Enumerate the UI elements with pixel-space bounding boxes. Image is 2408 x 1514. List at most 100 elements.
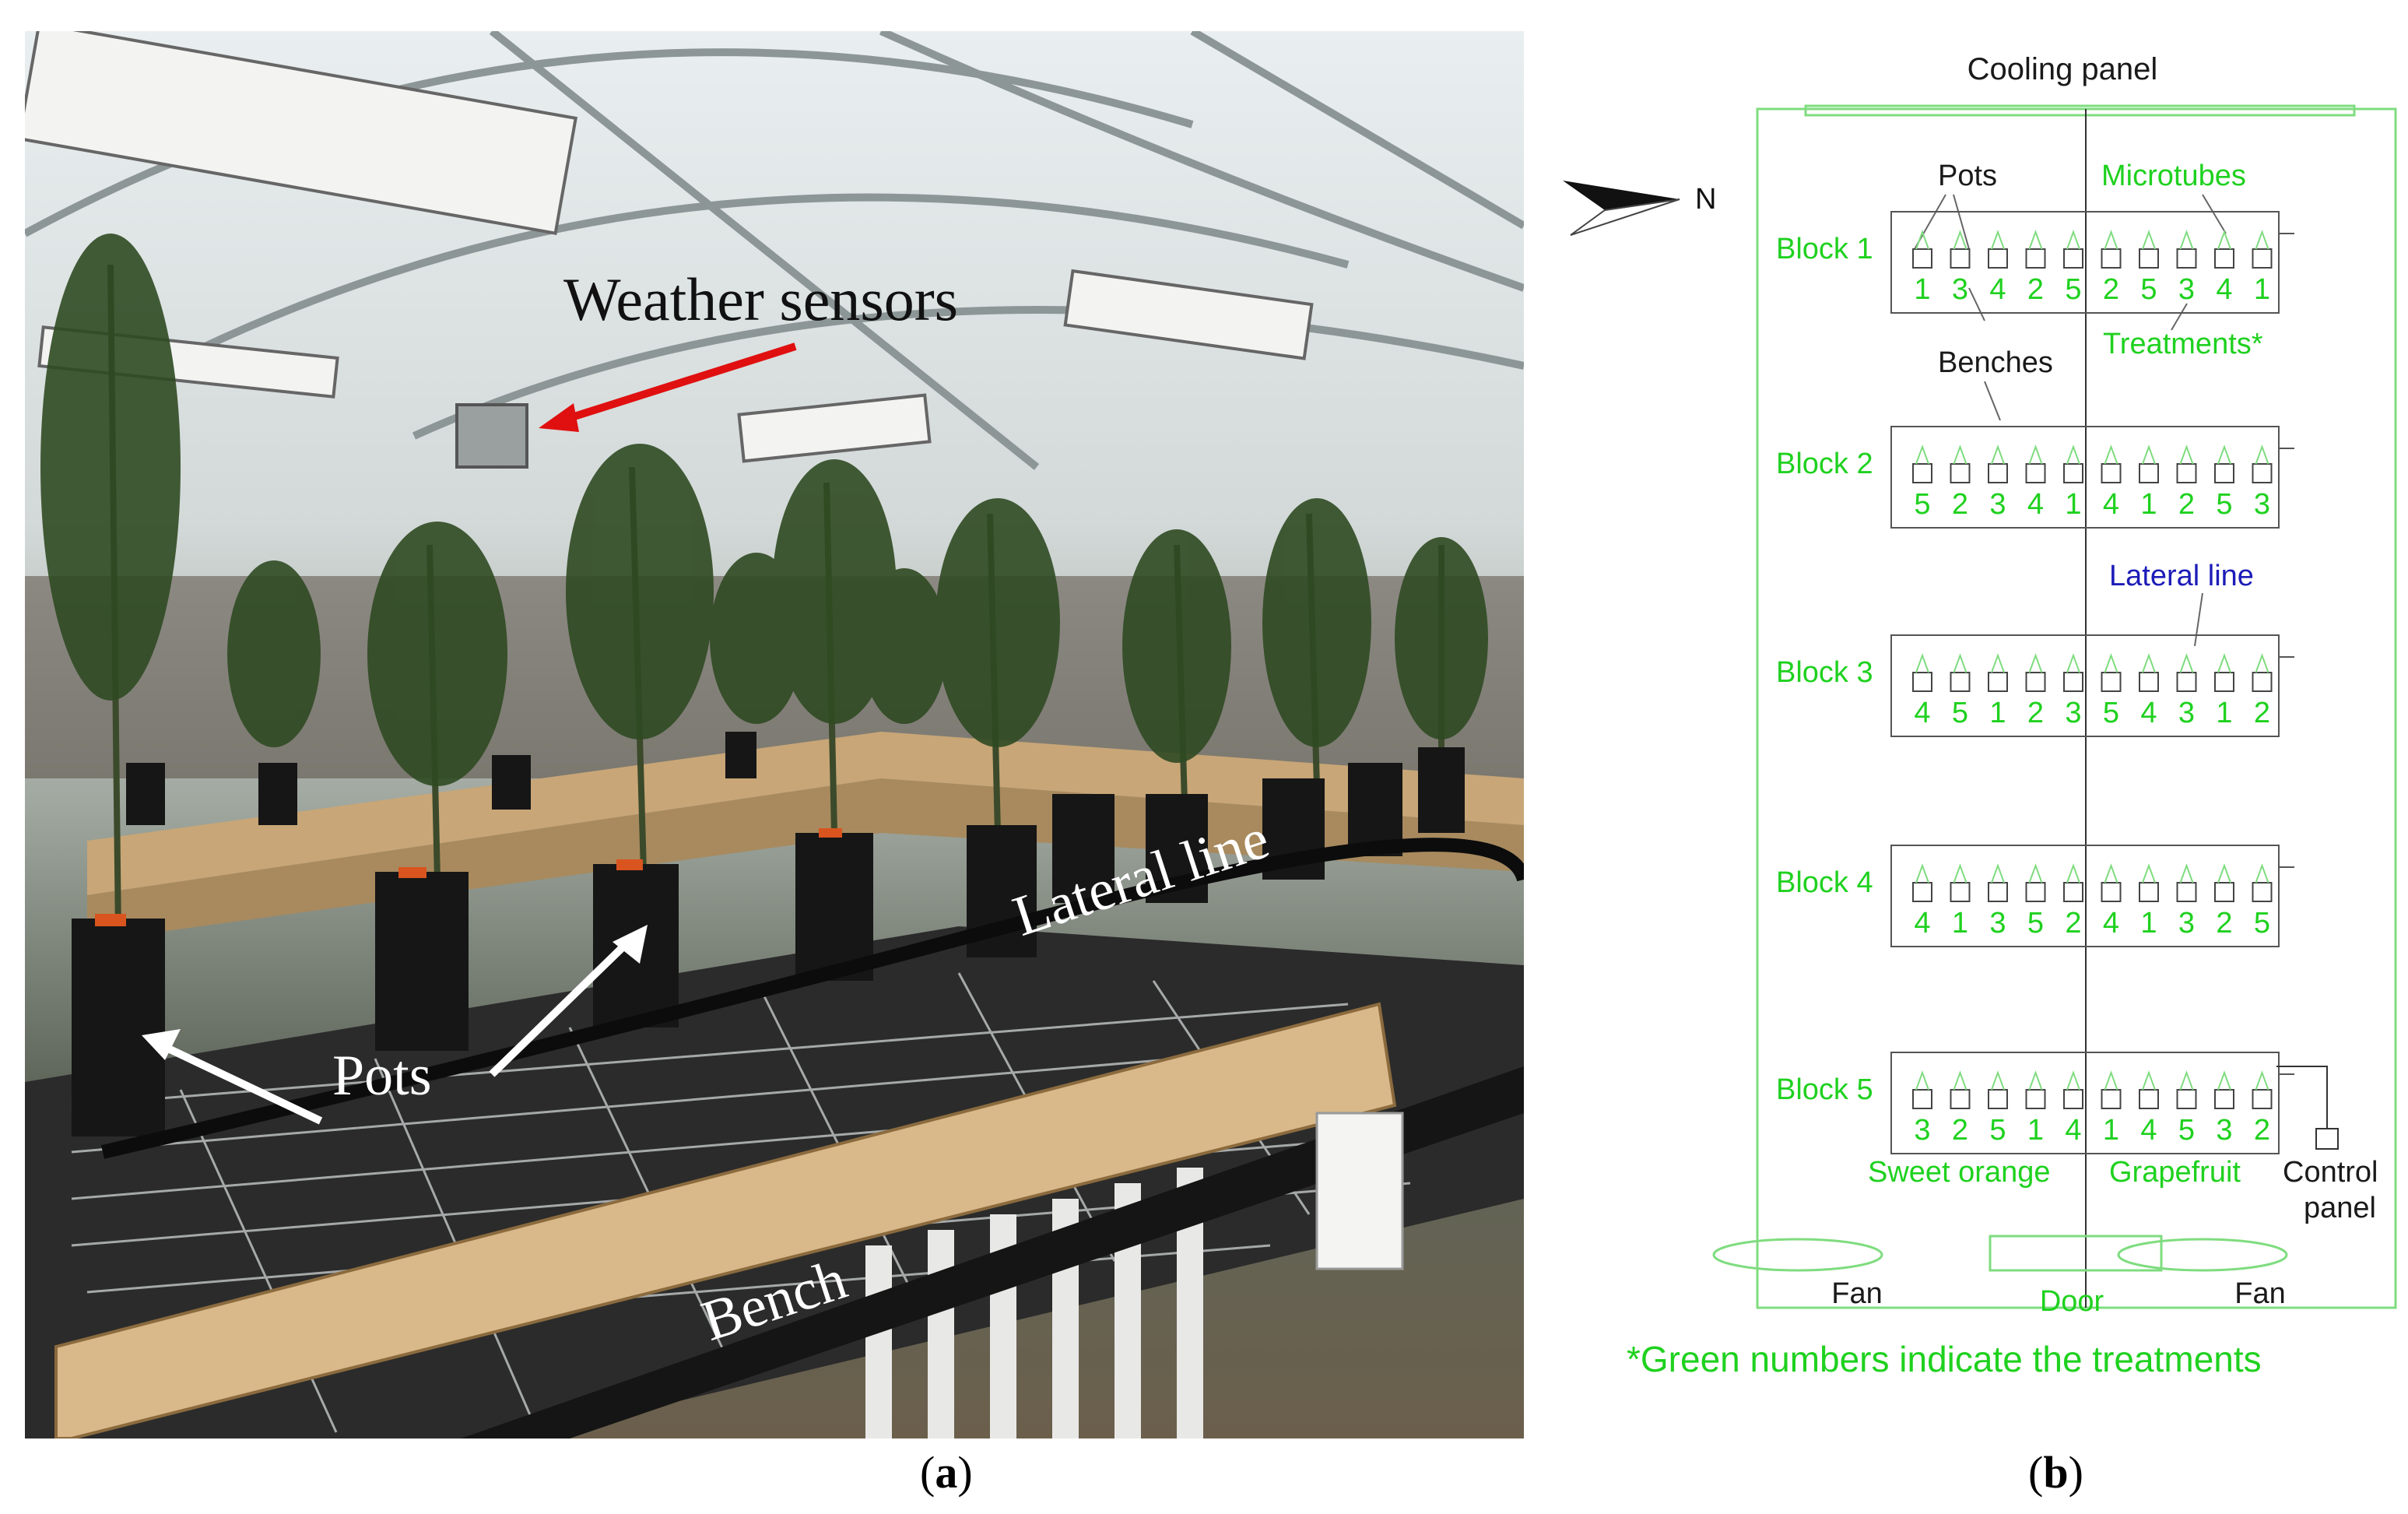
microtube: [1915, 653, 1929, 673]
microtube: [1991, 863, 2005, 883]
treatment-number: 5: [2254, 907, 2270, 940]
microtube: [2217, 230, 2231, 250]
weather-sensor-unit: [455, 403, 528, 469]
bench-rect: [1890, 845, 2280, 947]
pot-square: [2214, 672, 2234, 692]
pot-square: [2176, 463, 2197, 483]
microtube: [2179, 444, 2194, 465]
citrus-plants: [40, 234, 1488, 935]
pot-square: [1912, 672, 1932, 692]
microtube: [2104, 230, 2118, 250]
pot-square: [1950, 463, 1971, 483]
treatment-number: 4: [2065, 1114, 2081, 1147]
microtube: [1991, 444, 2005, 465]
treatment-number: 3: [2178, 907, 2195, 940]
treatment-number: 2: [2254, 1114, 2270, 1147]
treatment-number: 5: [2103, 697, 2119, 729]
microtube: [1953, 1070, 1967, 1091]
pot-square: [2214, 463, 2234, 483]
microtube: [2104, 1070, 2118, 1091]
treatment-number: 3: [2065, 697, 2081, 729]
treatment-number: 2: [2065, 907, 2081, 940]
treatment-number: 3: [1989, 488, 2006, 521]
treatment-number: 2: [1952, 488, 1968, 521]
pot-square: [1950, 882, 1971, 902]
caption-b: (b): [2028, 1447, 2083, 1498]
microtube: [2179, 653, 2194, 673]
pot-square: [2139, 882, 2159, 902]
microtube: [1915, 444, 1929, 465]
treatment-number: 1: [2103, 1114, 2119, 1147]
pot-square: [2025, 672, 2046, 692]
treatment-number: 3: [1989, 907, 2006, 940]
wooden-rail: [54, 1002, 1397, 1438]
treatment-number: 4: [2216, 273, 2232, 306]
pot-square: [2063, 463, 2083, 483]
bench-frame: [461, 1066, 1524, 1438]
microtube: [2179, 230, 2194, 250]
microtube: [1991, 230, 2005, 250]
pot-square: [2252, 882, 2273, 902]
microtube: [2217, 444, 2231, 465]
treatment-number: 4: [2140, 1114, 2157, 1147]
treatment-number: 2: [2178, 488, 2195, 521]
treatment-number: 4: [1989, 273, 2006, 306]
microtube: [1953, 863, 1967, 883]
microtube: [1953, 653, 1967, 673]
treatment-number: 4: [2027, 488, 2044, 521]
pot-square: [2139, 463, 2159, 483]
footnote: *Green numbers indicate the treatments: [1627, 1339, 2262, 1379]
cooling-panel-label: Cooling panel: [1967, 52, 2158, 86]
fan-left-label: Fan: [1831, 1277, 1882, 1310]
pot-square: [1912, 248, 1932, 269]
pots-arrows: [142, 925, 648, 1125]
microtube: [2255, 1070, 2269, 1091]
microtube: [2255, 653, 2269, 673]
pot-square: [2063, 882, 2083, 902]
treatment-number: 1: [2216, 697, 2232, 729]
lateral-line-callout: Lateral line: [2109, 560, 2254, 592]
north-arrow-icon: [1563, 181, 1680, 236]
treatment-number: 1: [1989, 697, 2006, 729]
pot-square: [2025, 1089, 2046, 1109]
treatment-number: 1: [2140, 907, 2157, 940]
paper-tag: [1315, 1112, 1404, 1270]
fan-left: [1712, 1238, 1883, 1272]
treatment-number: 4: [2103, 907, 2119, 940]
microtube: [1915, 863, 1929, 883]
pot-square: [2025, 882, 2046, 902]
microtubes-callout: Microtubes: [2101, 160, 2246, 192]
treatment-number: 2: [2103, 273, 2119, 306]
pots-callout: Pots: [1938, 160, 1997, 192]
cooling-panel: [1804, 104, 2356, 117]
pot-square: [1988, 672, 2008, 692]
microtube: [2217, 1070, 2231, 1091]
microtube: [2104, 863, 2118, 883]
microtube: [1953, 444, 1967, 465]
treatment-number: 2: [2027, 273, 2044, 306]
sweet-orange-label: Sweet orange: [1868, 1156, 2051, 1189]
caption-a: (a): [920, 1447, 973, 1498]
microtube: [2255, 444, 2269, 465]
treatment-number: 4: [1914, 907, 1930, 940]
bench-legs: [865, 1168, 1203, 1438]
pot-square: [1950, 672, 1971, 692]
treatment-number: 2: [1952, 1114, 1968, 1147]
control-panel-box: [2276, 1066, 2339, 1150]
microtube: [2028, 863, 2043, 883]
treatment-number: 5: [2065, 273, 2081, 306]
control-panel-label-line2: panel: [2304, 1192, 2376, 1224]
microtube: [1991, 653, 2005, 673]
pot-square: [1988, 1089, 2008, 1109]
treatment-number: 4: [1914, 697, 1930, 729]
pot-square: [2101, 1089, 2122, 1109]
bench-rect: [1890, 634, 2280, 737]
bench-rect: [1890, 426, 2280, 529]
treatment-number: 2: [2254, 697, 2270, 729]
pot-square: [2025, 463, 2046, 483]
pot-square: [1912, 882, 1932, 902]
lateral-line-tube: [100, 838, 1524, 1159]
microtube: [2217, 863, 2231, 883]
